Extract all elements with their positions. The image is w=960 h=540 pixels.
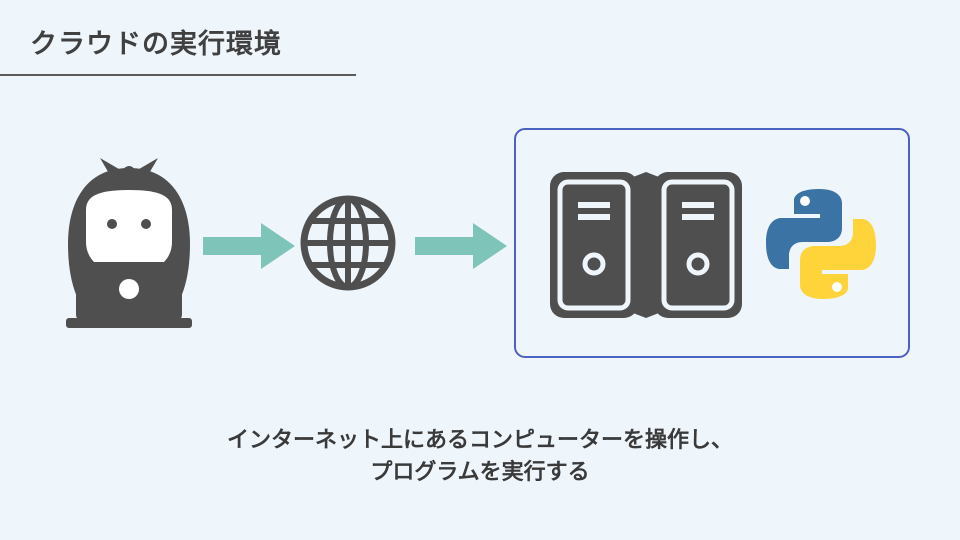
slide-title: クラウドの実行環境 [30,29,282,60]
caption-line-2: プログラムを実行する [370,459,590,485]
server-icon [550,172,742,318]
caption-line-1: インターネット上にあるコンピューターを操作し、 [226,428,733,453]
python-logo-icon [766,189,876,299]
right-arrow-icon [203,223,295,269]
globe-icon [300,195,396,291]
person-with-laptop-icon [66,158,192,328]
title-underline [0,74,356,76]
caption: インターネット上にあるコンピューターを操作し、 プログラムを実行する [0,425,960,489]
right-arrow-icon [415,223,507,269]
